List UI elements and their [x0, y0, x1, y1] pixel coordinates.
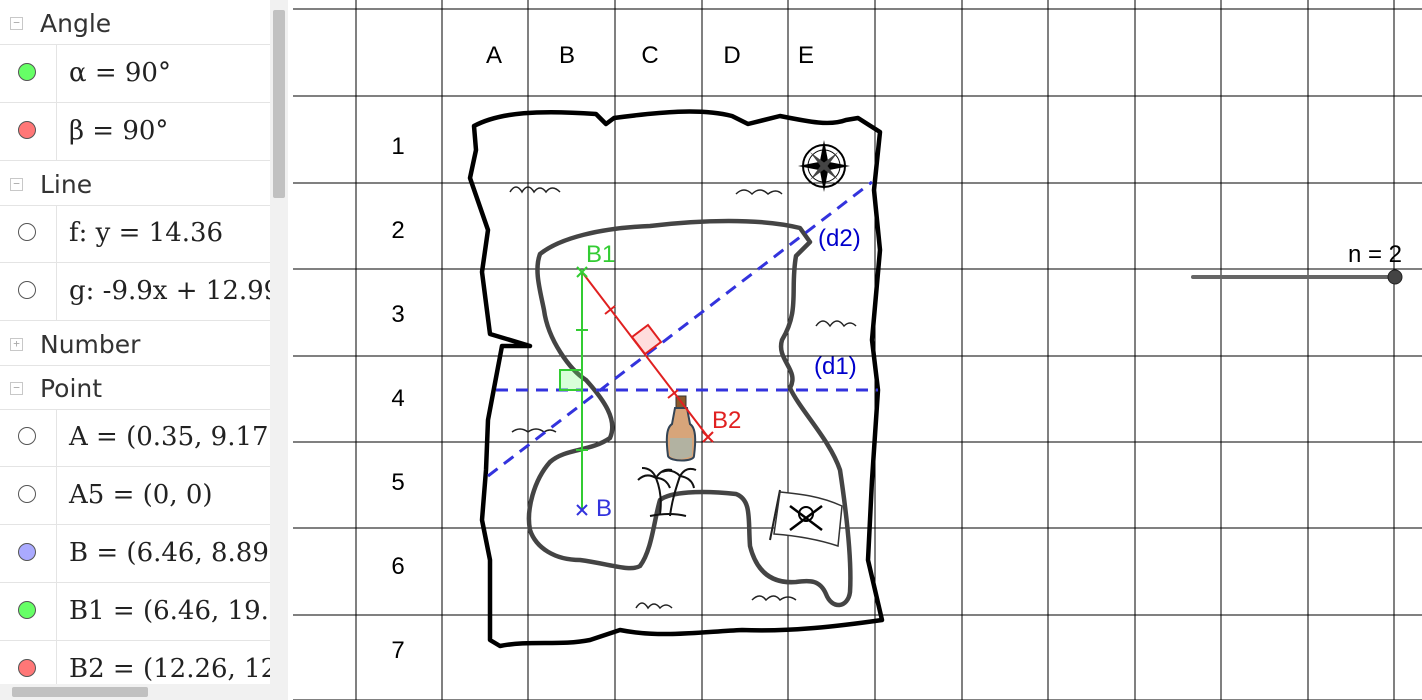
compass-rose-icon — [798, 140, 850, 192]
algebra-row-point-b2[interactable]: B2 = (12.26, 12 — [0, 641, 270, 699]
row-marker — [0, 205, 57, 262]
graphics-view[interactable]: A B C D E 1 2 3 4 5 6 7 — [293, 0, 1422, 700]
visibility-toggle-icon[interactable] — [18, 63, 36, 81]
pirate-flag-icon — [769, 489, 843, 548]
bottle-icon — [665, 395, 697, 462]
row-header: 1 — [391, 133, 404, 160]
algebra-expression[interactable]: A5 = (0, 0) — [69, 480, 213, 510]
algebra-row-point-b1[interactable]: B1 = (6.46, 19.8) — [0, 583, 270, 641]
slider-label: n = 2 — [1348, 241, 1402, 268]
algebra-row-beta[interactable]: β = 90° — [0, 103, 270, 161]
scrollbar-thumb[interactable] — [12, 687, 148, 697]
wave-sketch — [511, 428, 557, 433]
section-label: Line — [40, 170, 93, 199]
visibility-toggle-icon[interactable] — [18, 121, 36, 139]
row-marker — [0, 409, 57, 466]
section-angle[interactable]: − Angle — [0, 0, 270, 45]
label-b2: B2 — [712, 407, 741, 434]
visibility-toggle-icon[interactable] — [18, 281, 36, 299]
line-d2[interactable] — [487, 180, 873, 478]
algebra-expression[interactable]: A = (0.35, 9.17) — [69, 422, 271, 452]
algebra-row-point-a[interactable]: A = (0.35, 9.17) — [0, 409, 270, 467]
algebra-row-point-a5[interactable]: A5 = (0, 0) — [0, 467, 270, 525]
horizontal-scrollbar[interactable] — [0, 684, 270, 700]
algebra-row-line-g[interactable]: g: -9.9x + 12.99 — [0, 263, 270, 321]
section-line[interactable]: − Line — [0, 161, 270, 206]
algebra-expression[interactable]: B2 = (12.26, 12 — [69, 654, 271, 684]
label-d1: (d1) — [814, 353, 857, 380]
algebra-row-alpha[interactable]: α = 90° — [0, 45, 270, 103]
wave-sketch — [815, 320, 857, 328]
visibility-toggle-icon[interactable] — [18, 485, 36, 503]
algebra-view: − Angle α = 90° β = 90° − Line f: y = 14… — [0, 0, 271, 700]
collapse-point-icon[interactable]: − — [10, 382, 23, 395]
row-header: 3 — [391, 301, 404, 328]
wave-sketch — [509, 186, 561, 194]
wave-sketch — [635, 602, 673, 610]
row-header: 5 — [391, 469, 404, 496]
label-b: B — [596, 495, 612, 522]
section-label: Point — [40, 374, 103, 403]
section-number[interactable]: + Number — [0, 321, 270, 366]
label-d2: (d2) — [818, 225, 861, 252]
section-point[interactable]: − Point — [0, 365, 270, 410]
row-marker — [0, 103, 57, 160]
palm-tree-icon — [637, 467, 697, 517]
column-header: E — [798, 42, 814, 69]
collapse-angle-icon[interactable]: − — [10, 17, 23, 30]
visibility-toggle-icon[interactable] — [18, 601, 36, 619]
algebra-row-point-b[interactable]: B = (6.46, 8.89) — [0, 525, 270, 583]
row-header: 2 — [391, 217, 404, 244]
slider-handle[interactable] — [1387, 269, 1403, 285]
algebra-expression[interactable]: f: y = 14.36 — [69, 218, 224, 248]
wave-sketch — [735, 189, 783, 196]
visibility-toggle-icon[interactable] — [18, 223, 36, 241]
visibility-toggle-icon[interactable] — [18, 427, 36, 445]
vertical-scrollbar[interactable] — [270, 0, 288, 700]
tick-mark — [667, 389, 679, 399]
section-label: Angle — [40, 9, 112, 38]
algebra-row-line-f[interactable]: f: y = 14.36 — [0, 205, 270, 263]
algebra-expression[interactable]: B1 = (6.46, 19.8) — [69, 596, 270, 626]
visibility-toggle-icon[interactable] — [18, 659, 36, 677]
column-header: D — [723, 42, 740, 69]
column-header: C — [641, 42, 658, 69]
column-header: A — [486, 42, 502, 69]
point-b1-marker[interactable] — [576, 266, 588, 278]
algebra-expression[interactable]: g: -9.9x + 12.99 — [69, 276, 271, 306]
row-marker — [0, 641, 57, 698]
angle-marker-alpha — [559, 369, 583, 391]
section-label: Number — [40, 330, 141, 359]
wave-sketch — [751, 595, 797, 602]
row-header: 4 — [391, 385, 404, 412]
row-header: 6 — [391, 553, 404, 580]
grid — [293, 0, 1422, 700]
row-marker — [0, 525, 57, 582]
algebra-expression[interactable]: β = 90° — [69, 116, 169, 146]
row-marker — [0, 45, 57, 102]
label-b1: B1 — [586, 241, 615, 268]
visibility-toggle-icon[interactable] — [18, 543, 36, 561]
point-b-marker[interactable] — [576, 504, 588, 516]
scrollbar-thumb[interactable] — [273, 10, 285, 198]
map-outline — [467, 109, 885, 649]
collapse-line-icon[interactable]: − — [10, 178, 23, 191]
row-header: 7 — [391, 637, 404, 664]
expand-number-icon[interactable]: + — [10, 338, 23, 351]
algebra-expression[interactable]: B = (6.46, 8.89) — [69, 538, 271, 568]
row-marker — [0, 467, 57, 524]
tick-mark — [604, 305, 616, 315]
point-b2-marker[interactable] — [702, 431, 714, 443]
island-outline — [526, 218, 853, 608]
algebra-expression[interactable]: α = 90° — [69, 58, 171, 88]
angle-marker-beta — [630, 323, 663, 356]
row-marker — [0, 263, 57, 320]
row-marker — [0, 583, 57, 640]
column-header: B — [559, 42, 575, 69]
